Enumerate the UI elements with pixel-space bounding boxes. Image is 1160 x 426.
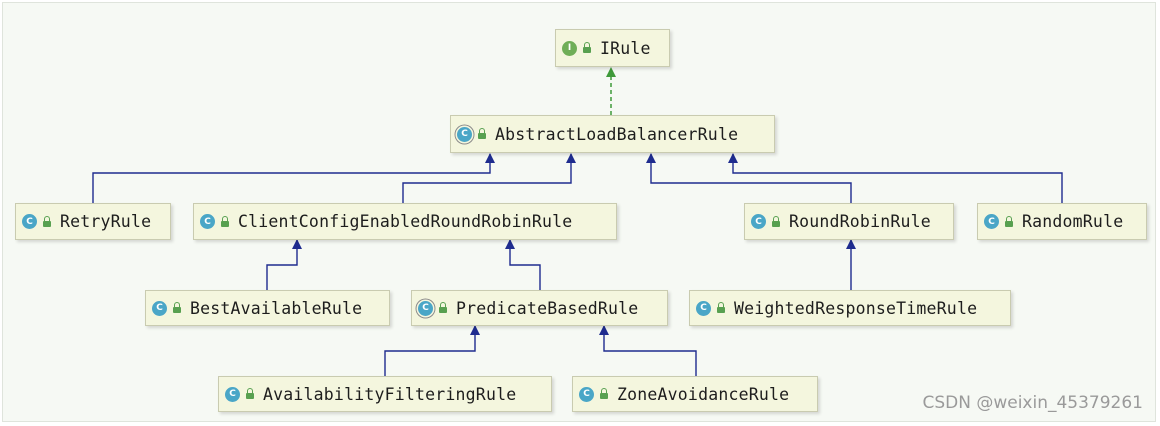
public-lock-icon — [772, 215, 780, 227]
edge-random-to-abstract — [728, 153, 1063, 203]
edge-retry-to-abstract — [92, 153, 495, 203]
class-badge-icon: C — [200, 214, 215, 229]
edges-layer — [92, 67, 1063, 376]
node-label: AbstractLoadBalancerRule — [495, 124, 739, 144]
node-label: AvailabilityFilteringRule — [263, 384, 517, 404]
edge-bestavailable-to-clientconfig — [266, 239, 302, 290]
public-lock-icon — [173, 302, 181, 313]
node-label: ZoneAvoidanceRule — [617, 384, 790, 404]
edge-roundrobin-to-abstract — [646, 153, 852, 203]
public-lock-icon — [1005, 215, 1013, 227]
node-availability-filtering-rule[interactable]: C AvailabilityFilteringRule — [218, 376, 552, 412]
node-label: RoundRobinRule — [789, 212, 931, 231]
public-lock-icon — [600, 388, 608, 399]
class-badge-icon: C — [984, 214, 999, 229]
class-badge-icon: C — [225, 386, 240, 402]
edge-availability-to-predicate — [384, 325, 480, 376]
node-round-robin-rule[interactable]: C RoundRobinRule — [744, 203, 954, 240]
node-label: PredicateBasedRule — [456, 298, 639, 318]
public-lock-icon — [439, 302, 447, 313]
node-label: IRule — [600, 38, 651, 58]
class-badge-icon: C — [751, 214, 766, 229]
node-label: RandomRule — [1022, 212, 1124, 231]
public-lock-icon — [43, 215, 51, 227]
node-best-available-rule[interactable]: C BestAvailableRule — [145, 290, 390, 326]
watermark-text: CSDN @weixin_45379261 — [922, 393, 1143, 413]
interface-badge-icon: I — [562, 40, 577, 56]
public-lock-icon — [221, 215, 229, 227]
node-abstract-load-balancer-rule[interactable]: C AbstractLoadBalancerRule — [450, 115, 775, 153]
node-label: ClientConfigEnabledRoundRobinRule — [238, 212, 573, 231]
class-badge-icon: C — [152, 300, 167, 316]
public-lock-icon — [478, 128, 486, 139]
node-client-config-enabled-round-robin-rule[interactable]: C ClientConfigEnabledRoundRobinRule — [193, 203, 617, 240]
abstract-class-badge-icon: C — [418, 300, 433, 316]
node-label: WeightedResponseTimeRule — [734, 298, 978, 318]
edge-zoneavoidance-to-predicate — [599, 325, 697, 376]
class-badge-icon: C — [579, 386, 594, 402]
public-lock-icon — [246, 388, 254, 399]
node-label: BestAvailableRule — [190, 298, 363, 318]
class-badge-icon: C — [22, 214, 37, 229]
node-irule[interactable]: I IRule — [555, 29, 670, 67]
node-predicate-based-rule[interactable]: C PredicateBasedRule — [411, 290, 668, 326]
node-zone-avoidance-rule[interactable]: C ZoneAvoidanceRule — [572, 376, 818, 412]
edge-clientconfig-to-abstract — [402, 153, 576, 203]
public-lock-icon — [583, 42, 591, 53]
public-lock-icon — [717, 302, 725, 313]
node-weighted-response-time-rule[interactable]: C WeightedResponseTimeRule — [689, 290, 1011, 326]
abstract-class-badge-icon: C — [457, 126, 472, 142]
edge-predicate-to-clientconfig — [505, 239, 541, 290]
node-label: RetryRule — [60, 212, 152, 231]
node-retry-rule[interactable]: C RetryRule — [15, 203, 171, 240]
class-badge-icon: C — [696, 300, 711, 316]
node-random-rule[interactable]: C RandomRule — [977, 203, 1147, 240]
